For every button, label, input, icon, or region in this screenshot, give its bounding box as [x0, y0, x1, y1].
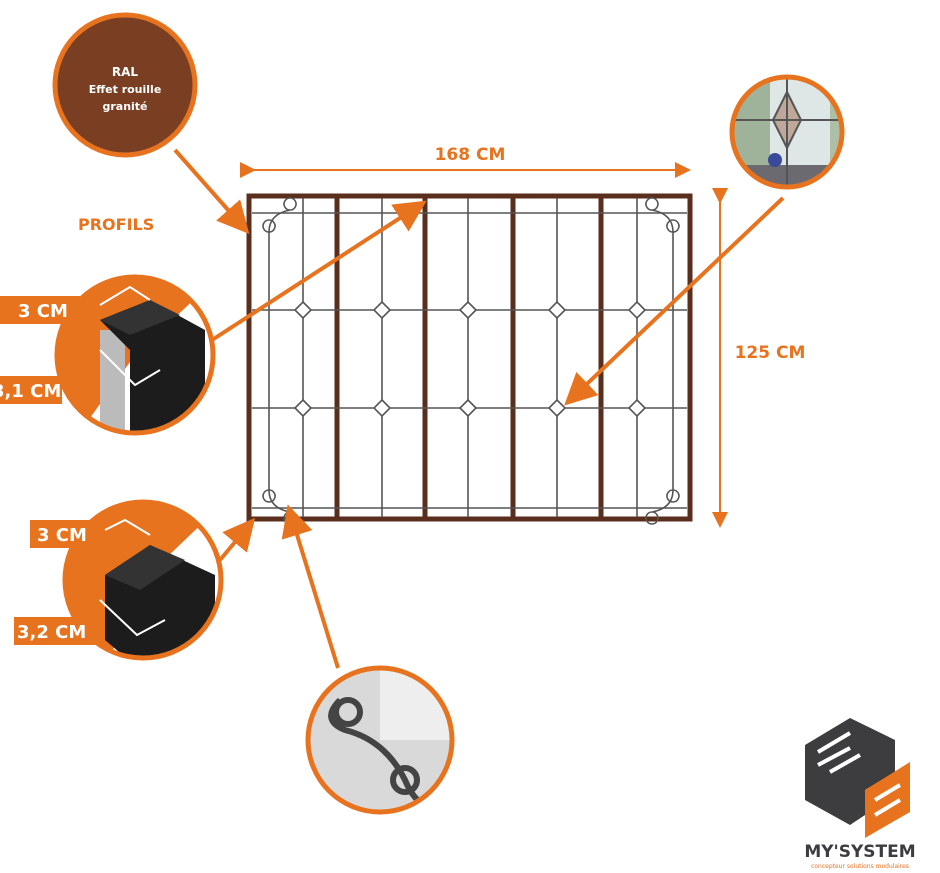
- vertical-frame-bars: [334, 196, 604, 519]
- logo-tagline: concepteur solutions modulaires: [811, 863, 909, 870]
- window-photo-circle: [729, 74, 845, 190]
- profile-1-depth-tag: [0, 296, 80, 324]
- width-label: 168 CM: [435, 145, 506, 165]
- profile-1-width: 3,1 CM: [0, 381, 61, 402]
- profiles-title: PROFILS: [78, 215, 154, 234]
- scroll-detail-circle: [305, 665, 455, 815]
- profile-1-width-tag: [0, 376, 62, 404]
- finish-line1: RAL: [112, 65, 139, 79]
- finish-swatch-circle: RAL Effet rouille granité: [52, 12, 198, 158]
- profile-2-depth-tag: [30, 520, 100, 548]
- height-label: 125 CM: [735, 343, 806, 363]
- logo-name: MY'SYSTEM: [804, 842, 915, 862]
- finish-line2: Effet rouille: [89, 83, 162, 96]
- profile-2-depth: 3 CM: [37, 525, 87, 546]
- diamond-ornaments: [293, 300, 647, 418]
- profile-1-depth: 3 CM: [18, 301, 68, 322]
- profile-2-width-tag: [14, 617, 100, 645]
- finish-line3: granité: [102, 100, 147, 113]
- window-grille: [246, 193, 693, 525]
- callout-arrows: [173, 148, 785, 669]
- brand-logo: MY'SYSTEM concepteur solutions modulaire…: [804, 718, 916, 870]
- profile-2-circle: [62, 499, 224, 661]
- profile-2-width: 3,2 CM: [17, 622, 86, 643]
- profile-1-circle: [54, 274, 216, 436]
